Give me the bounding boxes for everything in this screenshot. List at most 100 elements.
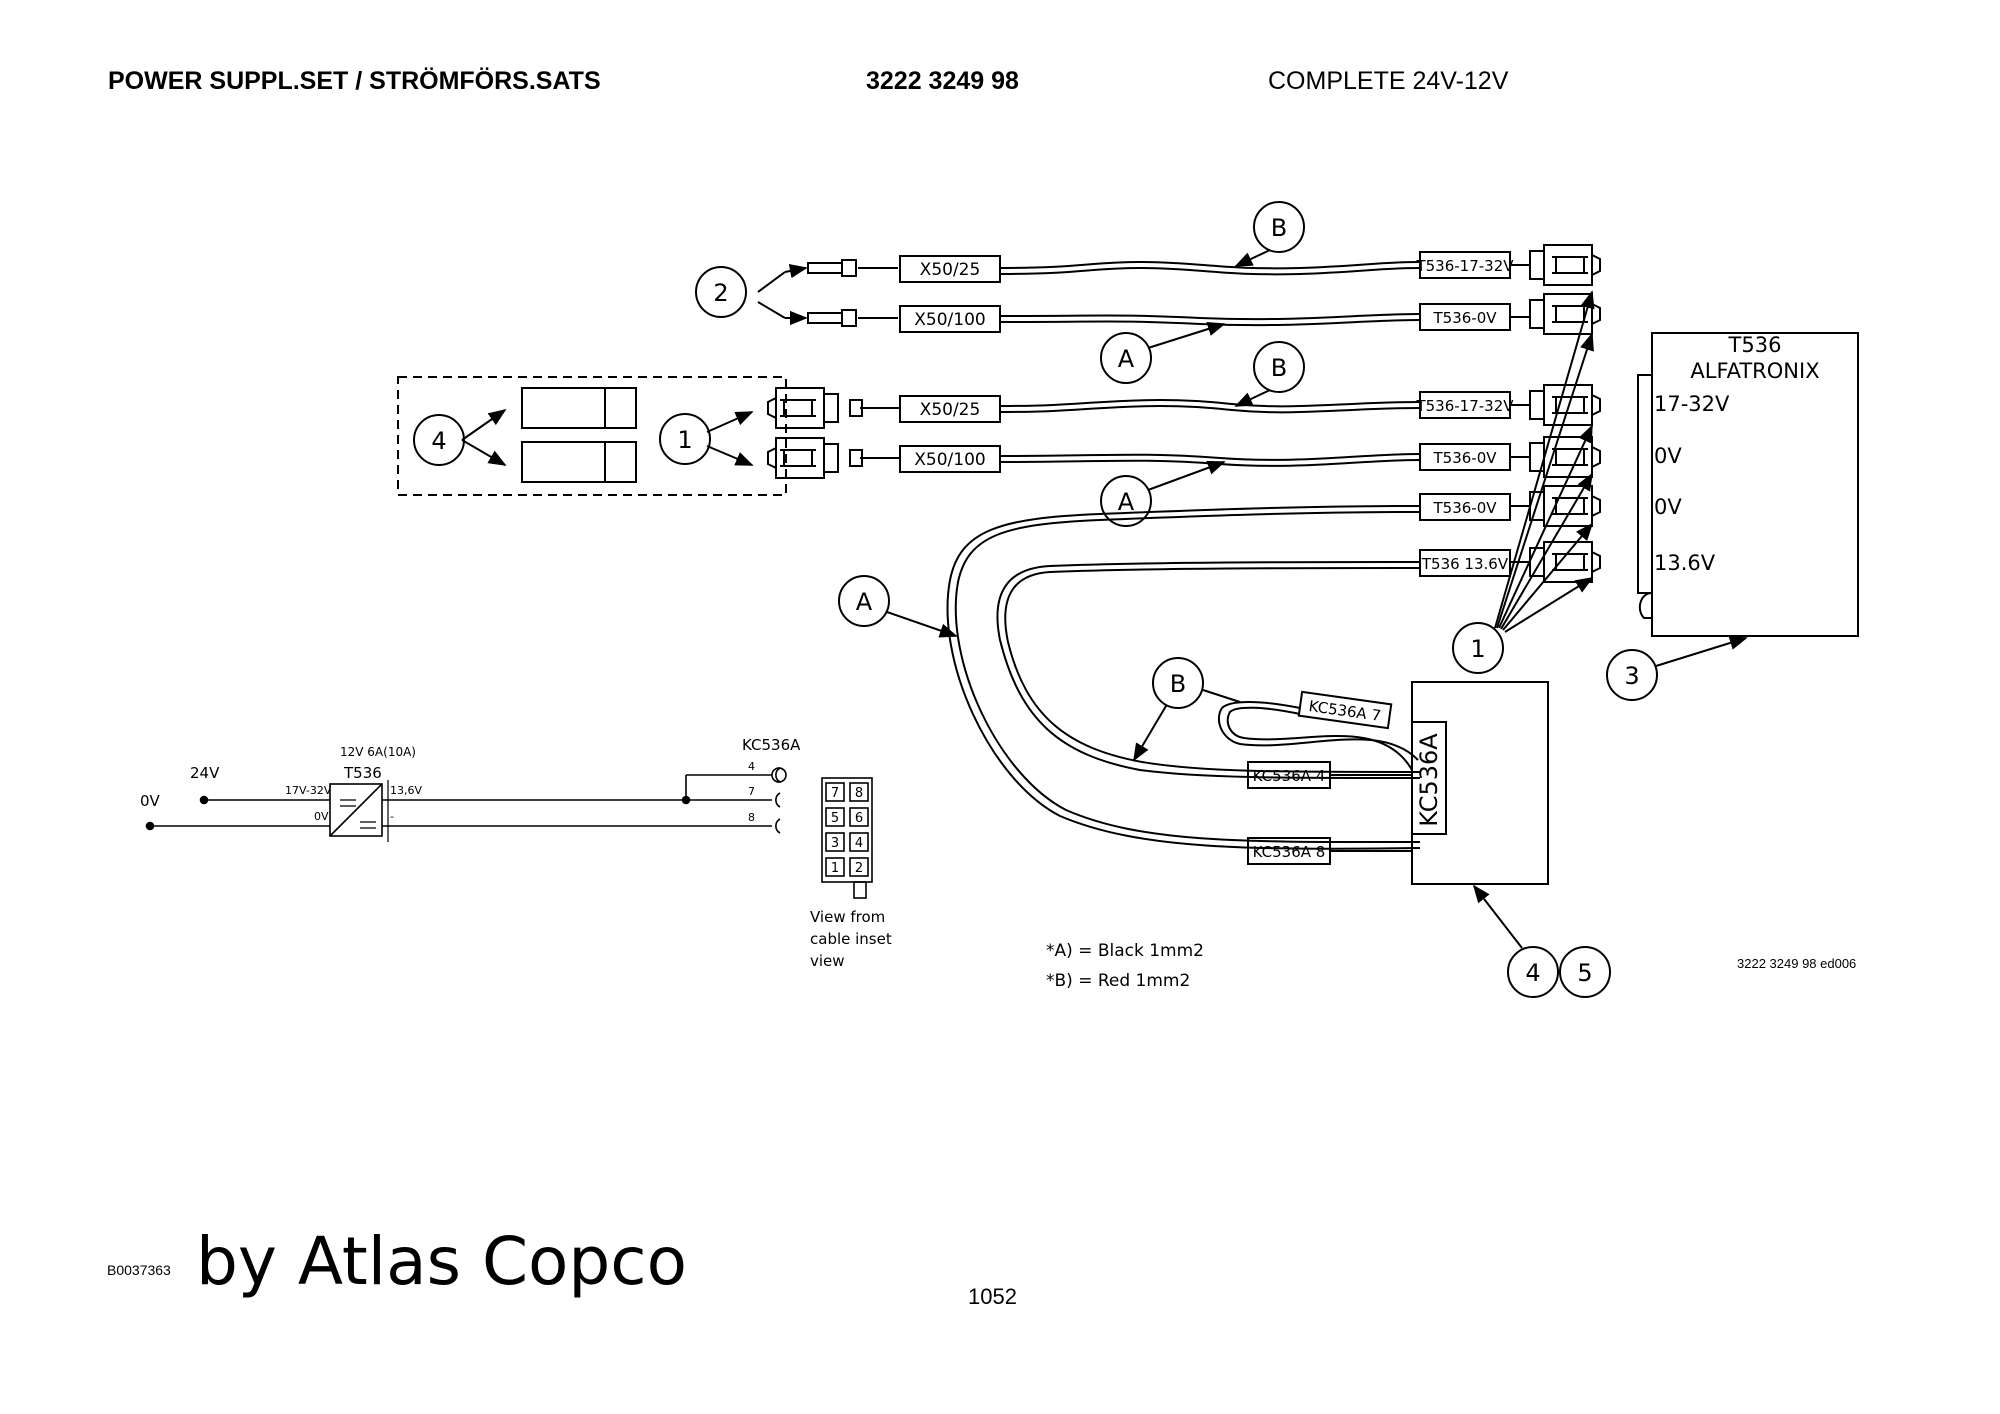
brand-text: by Atlas Copco <box>196 1223 687 1300</box>
schematic-device: T536 <box>343 764 382 782</box>
balloon-1-kit-label: 1 <box>677 426 692 454</box>
balloon-b-low-label: B <box>1170 670 1186 698</box>
schematic-connector: KC536A <box>742 736 801 754</box>
pin-1: 1 <box>831 861 839 876</box>
converter-symbol <box>329 783 383 837</box>
part-number: 3222 3249 98 <box>866 67 1019 95</box>
kit-description: COMPLETE 24V-12V <box>1268 67 1509 95</box>
balloon-4-kit-label: 4 <box>431 427 446 455</box>
wire-label-x5025-top: X50/25 <box>920 260 981 280</box>
balloon-1-right <box>1452 290 1595 674</box>
balloon-a-top-label: A <box>1118 345 1135 373</box>
schematic-in-zero: 0V <box>314 810 329 823</box>
schematic-pin-7: 7 <box>748 785 755 798</box>
legend-red: *B) = Red 1mm2 <box>1046 971 1190 991</box>
schematic <box>145 767 787 842</box>
wire-label-x5025-mid: X50/25 <box>920 400 981 420</box>
balloon-1-right-label: 1 <box>1470 635 1485 663</box>
kc536a-plug <box>1411 721 1447 835</box>
schematic-rating: 12V 6A(10A) <box>340 745 416 759</box>
balloon-b-mid-label: B <box>1271 354 1287 382</box>
balloon-4-kit <box>413 414 465 466</box>
label-box-t536-0v-mid <box>1419 443 1511 471</box>
ferrule-top-1 <box>807 259 857 277</box>
balloon-a-left-label: A <box>856 588 873 616</box>
wire-label-t536-0v-low: T536-0V <box>1432 499 1497 517</box>
wire-label-t536-0v-top: T536-0V <box>1432 309 1497 327</box>
converter-pin-1732v: 17-32V <box>1654 392 1730 416</box>
page-number: 1052 <box>968 1284 1017 1309</box>
kit-receptacle-2 <box>767 437 839 479</box>
pin-6: 6 <box>855 811 863 826</box>
pin-4: 4 <box>855 836 863 851</box>
wire-label-x50100-mid: X50/100 <box>914 450 985 470</box>
balloon-b-low <box>1133 657 1241 762</box>
kit-part-1 <box>521 387 637 429</box>
cable-b-kc7-loop <box>1217 701 1419 771</box>
balloon-1-kit <box>659 413 711 465</box>
label-box-x5025-top <box>899 255 1001 283</box>
legend-black: *A) = Black 1mm2 <box>1046 941 1204 961</box>
schematic-24v: 24V <box>190 764 220 782</box>
label-box-t536-136 <box>1419 549 1511 577</box>
label-box-kc536a-7 <box>1297 690 1393 730</box>
pin-3: 3 <box>831 836 839 851</box>
converter-pin-136v: 13.6V <box>1654 551 1716 575</box>
pin-7: 7 <box>831 786 839 801</box>
balloon-2-label: 2 <box>713 279 728 307</box>
balloon-5-bottom-label: 5 <box>1577 959 1592 987</box>
label-box-kc536a-4 <box>1247 761 1331 789</box>
converter-mount-tab <box>1638 592 1653 619</box>
wire-label-t536-136: T536 13.6V <box>1421 555 1509 573</box>
wire-label-t536-1732-mid: T536-17-32V <box>1415 397 1514 415</box>
converter-brand: ALFATRONIX <box>1690 359 1819 383</box>
label-box-t536-0v-low <box>1419 493 1511 521</box>
cable-b-loop <box>996 561 1421 779</box>
balloon-4-bottom-label: 4 <box>1525 959 1540 987</box>
label-box-t536-1732-top <box>1419 251 1511 279</box>
cable-a-top <box>858 313 1530 327</box>
label-box-kc536a-8 <box>1247 837 1331 865</box>
converter-pin-0v-2: 0V <box>1654 495 1682 519</box>
schematic-in-range: 17V-32V <box>285 784 332 797</box>
wire-label-kc536a-8: KC536A 8 <box>1253 843 1326 861</box>
balloon-2 <box>695 266 747 318</box>
pinout-caption-1: View from <box>810 908 885 926</box>
schematic-pin-4: 4 <box>748 760 755 773</box>
cable-b-top <box>858 260 1530 276</box>
schematic-out-minus: - <box>390 810 394 823</box>
pin-8: 8 <box>855 786 863 801</box>
wire-label-t536-1732-top: T536-17-32V <box>1415 257 1514 275</box>
balloon-5-bottom <box>1559 946 1611 998</box>
balloon-a-mid-label: A <box>1118 488 1135 516</box>
balloon-b-top-label: B <box>1271 214 1287 242</box>
wire-label-t536-0v-mid: T536-0V <box>1432 449 1497 467</box>
kc536a-label: KC536A <box>1415 733 1443 827</box>
wire-label-x50100-top: X50/100 <box>914 310 985 330</box>
wire-label-kc536a-4: KC536A 4 <box>1253 767 1326 785</box>
page-title: POWER SUPPL.SET / STRÖMFÖRS.SATS <box>108 67 601 95</box>
cable-b-mid <box>860 398 1530 414</box>
converter-terminal-strip <box>1637 374 1653 594</box>
document-code: B0037363 <box>107 1262 171 1278</box>
balloon-a-mid <box>1100 460 1226 527</box>
kit-receptacle-1 <box>767 387 839 429</box>
balloon-b-mid <box>1234 341 1305 407</box>
label-box-t536-1732-mid <box>1419 391 1511 419</box>
drawing-ref-code: 3222 3249 98 ed006 <box>1737 956 1857 971</box>
label-box-x5025-mid <box>899 395 1001 423</box>
schematic-pin-8: 8 <box>748 811 755 824</box>
balloon-3 <box>1606 635 1748 701</box>
pin-5: 5 <box>831 811 839 826</box>
ferrule-top-2 <box>807 309 857 327</box>
converter-name: T536 <box>1728 333 1782 357</box>
pinout-grid <box>821 777 873 899</box>
balloon-4-bottom <box>1472 884 1559 998</box>
receptacle-top-1 <box>1529 244 1601 286</box>
converter-pin-0v-1: 0V <box>1654 444 1682 468</box>
balloon-3-label: 3 <box>1624 662 1639 690</box>
kit-frame <box>397 376 787 496</box>
schematic-out-v: 13,6V <box>390 784 422 797</box>
label-box-x50100-top <box>899 305 1001 333</box>
